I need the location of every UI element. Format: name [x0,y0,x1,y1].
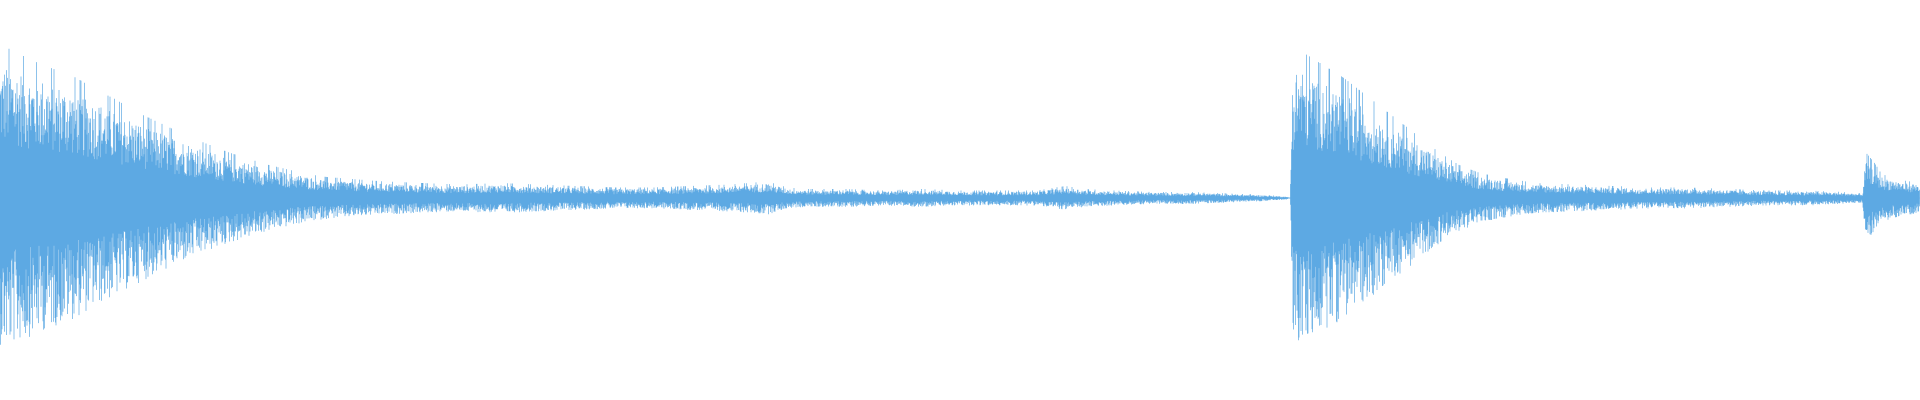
waveform-samples [0,48,1920,345]
waveform-track [0,48,1920,345]
